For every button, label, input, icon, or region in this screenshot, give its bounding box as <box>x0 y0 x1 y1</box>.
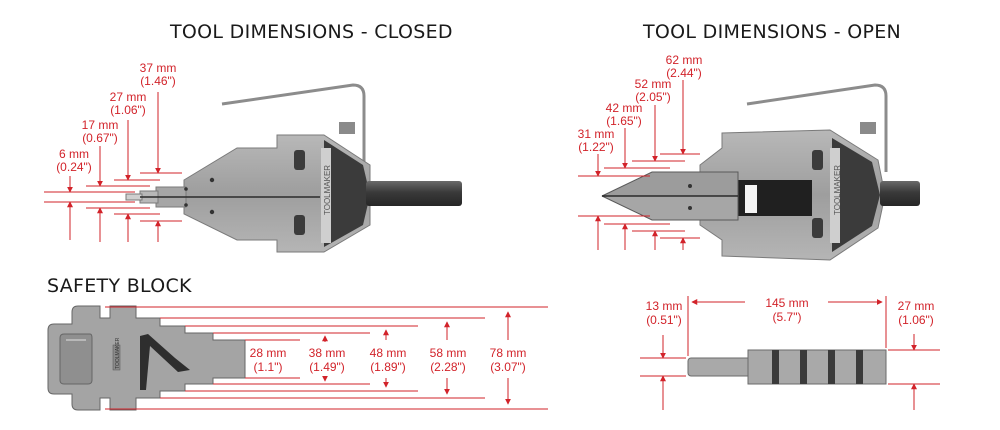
open-tool: TOOLMAKER <box>601 83 920 261</box>
safety-dim-78mm: 78 mm <box>490 346 527 360</box>
side-dim-13mm: 13 mm <box>646 299 683 313</box>
open-dimensions: 31 mm (1.22") 42 mm (1.65") 52 mm (2.05"… <box>578 53 703 250</box>
closed-dim-6mm: 6 mm <box>59 147 89 161</box>
side-dim-145mm-in: (5.7") <box>773 310 802 324</box>
open-dim-52mm: 52 mm <box>635 77 672 91</box>
closed-brand-label: TOOLMAKER <box>323 165 332 215</box>
closed-dim-6mm-in: (0.24") <box>56 160 92 174</box>
side-dim-27mm: 27 mm <box>898 299 935 313</box>
side-dimensions: 13 mm (0.51") 145 mm (5.7") 27 mm (1.06"… <box>640 296 940 410</box>
side-dim-145mm: 145 mm <box>765 296 808 310</box>
open-dim-31mm-in: (1.22") <box>578 140 614 154</box>
safety-dim-58mm: 58 mm <box>430 346 467 360</box>
side-dim-27mm-in: (1.06") <box>898 313 934 327</box>
safety-dim-78mm-in: (3.07") <box>490 360 526 374</box>
safety-dim-48mm-in: (1.89") <box>370 360 406 374</box>
closed-tool: TOOLMAKER <box>125 83 462 253</box>
closed-section-title: TOOL DIMENSIONS - CLOSED <box>170 21 453 43</box>
open-brand-label: TOOLMAKER <box>833 165 842 215</box>
safety-dim-38mm: 38 mm <box>309 346 346 360</box>
closed-dim-37mm-in: (1.46") <box>140 74 176 88</box>
open-dim-62mm: 62 mm <box>666 53 703 67</box>
side-dim-13mm-in: (0.51") <box>646 313 682 327</box>
closed-dim-27mm: 27 mm <box>110 90 147 104</box>
safety-dim-58mm-in: (2.28") <box>430 360 466 374</box>
safety-brand-label: TOOLMAKER <box>115 337 121 369</box>
open-section-title: TOOL DIMENSIONS - OPEN <box>643 21 902 43</box>
safety-block: TOOLMAKER <box>47 305 246 411</box>
safety-block-title: SAFETY BLOCK <box>47 275 192 297</box>
open-dim-62mm-in: (2.44") <box>666 66 702 80</box>
safety-dim-28mm: 28 mm <box>250 346 287 360</box>
safety-dim-48mm: 48 mm <box>370 346 407 360</box>
safety-dim-28mm-in: (1.1") <box>254 360 283 374</box>
closed-dim-27mm-in: (1.06") <box>110 103 146 117</box>
closed-dim-17mm: 17 mm <box>82 118 119 132</box>
closed-dim-37mm: 37 mm <box>140 61 177 75</box>
open-dim-52mm-in: (2.05") <box>635 90 671 104</box>
open-dim-42mm: 42 mm <box>606 101 643 115</box>
safety-dim-38mm-in: (1.49") <box>309 360 345 374</box>
closed-dim-17mm-in: (0.67") <box>82 131 118 145</box>
safety-dimensions: 28 mm (1.1") 38 mm (1.49") 48 mm (1.89")… <box>105 306 548 410</box>
closed-dimensions: 6 mm (0.24") 17 mm (0.67") 27 mm (1.06")… <box>44 61 182 242</box>
open-dim-31mm: 31 mm <box>578 127 615 141</box>
open-dim-42mm-in: (1.65") <box>606 114 642 128</box>
safety-block-side-view <box>687 349 887 385</box>
